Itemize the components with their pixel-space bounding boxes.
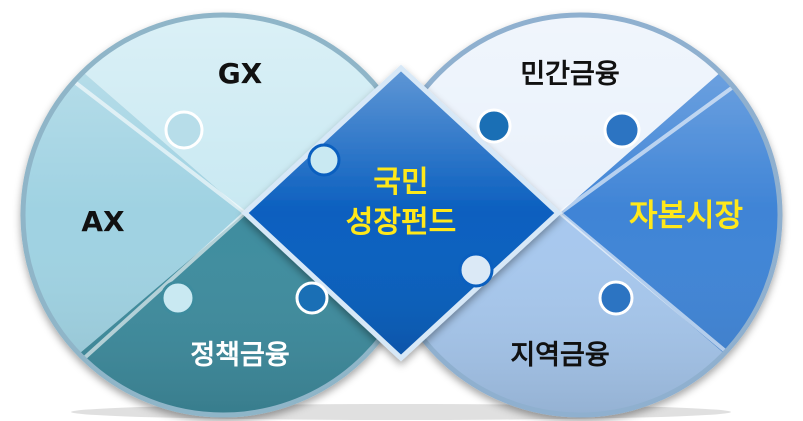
center-title-line1: 국민: [373, 165, 428, 200]
label-capital-market: 자본시장: [629, 198, 743, 234]
label-ax: AX: [81, 205, 125, 238]
center-piece: [241, 64, 562, 362]
center-title-line2: 성장펀드: [346, 205, 456, 240]
label-private-finance: 민간금융: [520, 59, 619, 90]
label-gx: GX: [218, 57, 263, 90]
label-regional-finance: 지역금융: [510, 340, 609, 371]
label-policy-finance: 정책금융: [190, 340, 289, 371]
puzzle-knob-icon: [160, 108, 641, 316]
